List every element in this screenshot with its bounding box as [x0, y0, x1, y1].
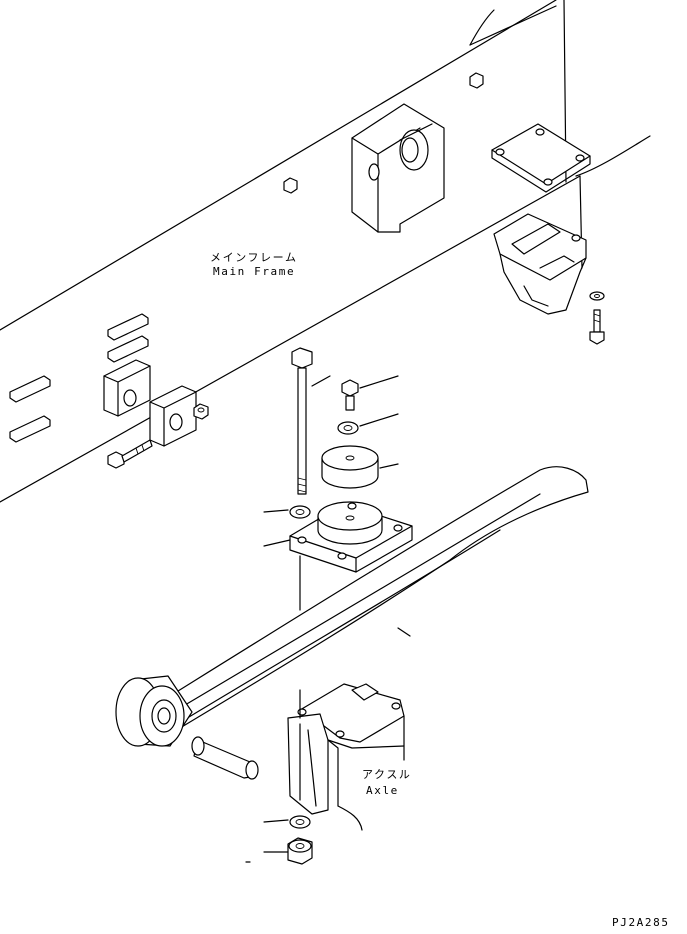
upper-shim-1 [107, 313, 149, 341]
lower-nut [245, 837, 313, 865]
leaf-spring [169, 466, 589, 729]
rubber-pad [321, 445, 399, 489]
main-frame-label-jp: メインフレーム [210, 251, 298, 264]
small-bolt [341, 375, 399, 411]
rear-slipper-bracket [493, 213, 587, 315]
axle-label-jp: アクスル [362, 768, 412, 781]
left-shim-1 [9, 375, 51, 403]
upper-washer [337, 413, 399, 435]
axle-label-en: Axle [366, 784, 399, 797]
front-hanger-bracket [351, 103, 445, 233]
frame-nut-1 [283, 177, 298, 194]
spring-eye [115, 675, 193, 747]
left-shim-2 [9, 415, 51, 443]
rear-bolt [589, 309, 605, 345]
spring-clamp-block-1 [103, 359, 151, 417]
rear-upper-plate [491, 123, 591, 193]
rear-washer [589, 291, 605, 301]
spring-pin [191, 736, 259, 780]
seat-washer [263, 505, 311, 519]
u-bolt [291, 347, 331, 495]
clamp-bolt [107, 439, 153, 469]
clamp-nut [193, 403, 209, 420]
main-frame [0, 0, 651, 503]
bumper-seat [263, 501, 413, 611]
lower-washer [263, 815, 311, 829]
drawing-code: PJ2A285 [612, 916, 670, 929]
axle-pad [287, 683, 405, 831]
upper-shim-2 [107, 335, 149, 363]
main-frame-label-en: Main Frame [213, 265, 295, 278]
spring-clamp-block-2 [149, 385, 197, 447]
frame-nut-2 [469, 72, 484, 89]
